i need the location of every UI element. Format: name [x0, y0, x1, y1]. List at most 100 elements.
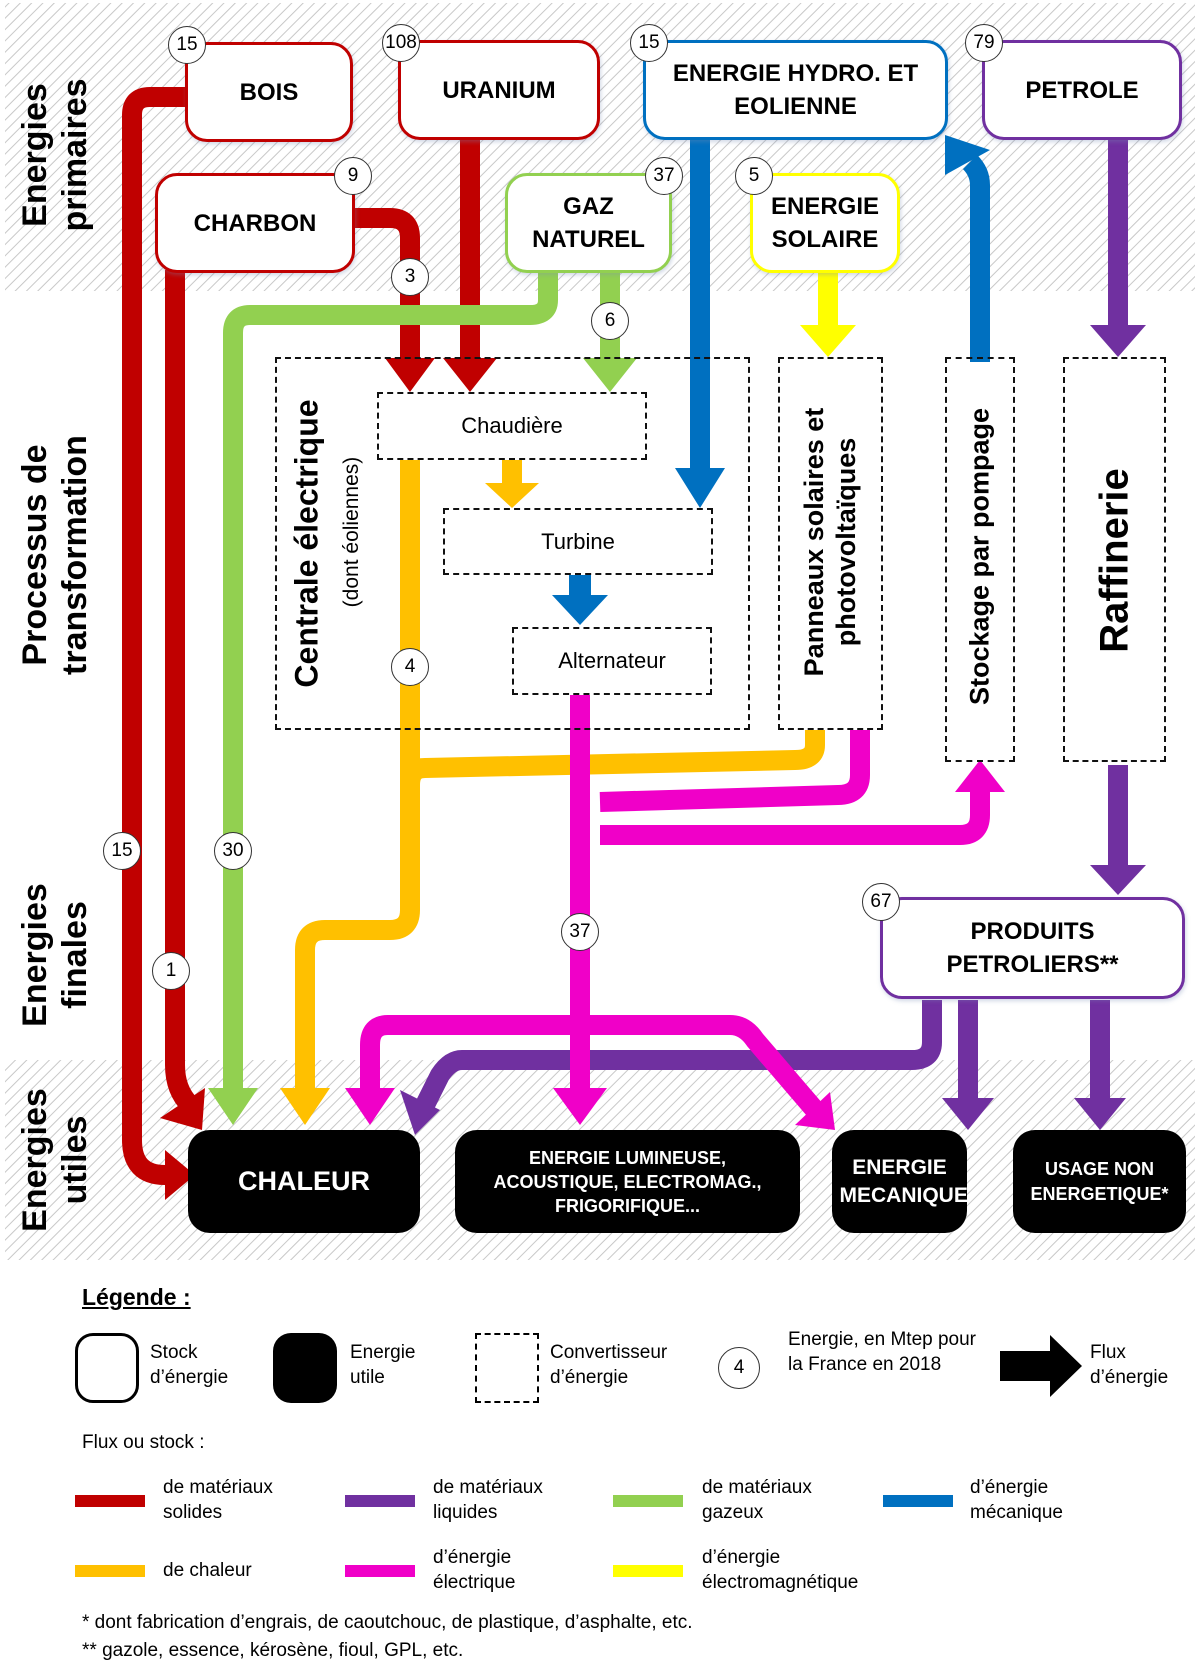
flow-bois-chaleur	[122, 87, 185, 1185]
converter-turbine: Turbine	[443, 508, 713, 575]
converter-raffinerie	[1063, 357, 1166, 762]
value-badge-heat-loss: 4	[391, 648, 429, 686]
arrow-uranium-chaudiere	[443, 358, 497, 392]
legend-converter-label: Convertisseur d’énergie	[550, 1342, 668, 1388]
value-badge-uranium: 108	[382, 24, 420, 62]
arrow-gaz-chaudiere	[583, 358, 637, 392]
useful-non-energetique: USAGE NON ENERGETIQUE*	[1013, 1130, 1186, 1233]
legend-label-mechanical: d’énergie mécanique	[970, 1477, 1063, 1523]
arrow-elec-lumineuse	[553, 1088, 607, 1125]
section-label-useful: Energies utiles	[16, 1088, 94, 1232]
stock-hydro: ENERGIE HYDRO. ET EOLIENNE	[643, 40, 948, 140]
flow-gaz-chaleur	[223, 272, 558, 1090]
stock-uranium: URANIUM	[398, 40, 600, 140]
stock-solaire: ENERGIE SOLAIRE	[750, 173, 900, 273]
legend-label-electric: d’énergie électrique	[433, 1547, 516, 1593]
flow-panneaux-chaleur	[400, 730, 825, 786]
legend-label-gas: de matériaux gazeux	[702, 1477, 812, 1523]
legend-flux-label: Flux d’énergie	[1090, 1342, 1169, 1388]
converter-centrale-electrique	[275, 357, 750, 730]
legend-swatch-solid	[75, 1495, 145, 1507]
arrow-bois-chaleur	[165, 1150, 195, 1200]
converter-chaudiere: Chaudière	[377, 392, 647, 460]
centrale-note: (dont éoliennes)	[340, 456, 363, 608]
stock-petrole: PETROLE	[982, 40, 1182, 140]
flow-elec-stockage	[600, 780, 990, 845]
value-badge-charbon-chaudiere: 3	[391, 258, 429, 296]
flow-produits-chaleur	[416, 1000, 942, 1110]
legend-converter-shape	[475, 1333, 539, 1403]
legend-swatch-electric	[345, 1565, 415, 1577]
useful-lumineuse: ENERGIE LUMINEUSE, ACOUSTIQUE, ELECTROMA…	[455, 1130, 800, 1233]
legend-swatch-gas	[613, 1495, 683, 1507]
flow-elec-chaleur	[360, 1015, 570, 1090]
arrow-raffinerie-produits	[1090, 865, 1146, 895]
converter-panneaux-solaires	[778, 357, 883, 730]
centrale-label: Centrale électrique	[288, 399, 325, 688]
flow-stockage-hydro	[962, 154, 990, 362]
value-badge-bois-chaleur: 15	[103, 832, 141, 870]
flow-chaudiere-chaleur	[295, 460, 420, 1090]
value-badge-petrole: 79	[965, 24, 1003, 62]
value-badge-charbon-chaleur: 1	[152, 952, 190, 990]
useful-mecanique: ENERGIE MECANIQUE	[832, 1130, 968, 1233]
legend-label-heat: de chaleur	[163, 1560, 252, 1581]
legend-swatch-liquid	[345, 1495, 415, 1507]
arrow-produits-nonenergetique	[1074, 1098, 1126, 1130]
raffinerie-label: Raffinerie	[1092, 468, 1137, 653]
legend-stock-shape	[75, 1333, 139, 1403]
arrow-turbine-alternateur	[552, 595, 608, 625]
arrow-produits-mecanique	[942, 1098, 994, 1130]
value-badge-gaz-chaleur: 30	[214, 832, 252, 870]
legend-utile-label: Energie utile	[350, 1342, 416, 1388]
legend-swatch-heat	[75, 1565, 145, 1577]
legend-flux-title: Flux ou stock :	[82, 1432, 205, 1453]
legend-label-liquid: de matériaux liquides	[433, 1477, 543, 1523]
section-label-final: Energies finales	[16, 883, 94, 1027]
legend-swatch-electromagnetic	[613, 1565, 683, 1577]
arrow-produits-chaleur	[400, 1090, 440, 1135]
value-badge-hydro: 15	[630, 24, 668, 62]
value-badge-bois: 15	[168, 26, 206, 64]
value-badge-solaire: 5	[735, 157, 773, 195]
arrow-elec-chaleur	[345, 1088, 395, 1125]
section-label-transformation: Processus de transformation	[16, 435, 94, 675]
value-badge-gaz: 37	[645, 157, 683, 195]
flow-charbon-chaudiere	[350, 208, 420, 360]
legend-badge-label: Energie, en Mtep pour la France en 2018	[788, 1329, 977, 1375]
legend-badge-sample: 4	[718, 1347, 760, 1389]
arrow-elec-mecanique	[795, 1092, 835, 1130]
converter-alternateur: Alternateur	[512, 627, 712, 695]
flow-elec-mecanique	[590, 1015, 823, 1117]
legend-swatch-mechanical	[883, 1495, 953, 1507]
section-label-primary: Energies primaires	[16, 78, 94, 232]
arrow-gaz-chaleur	[208, 1088, 258, 1125]
value-badge-electricity: 37	[561, 913, 599, 951]
stock-produits-petroliers: PRODUITS PETROLIERS**	[880, 897, 1185, 999]
arrow-chaudiere-chaleur	[280, 1088, 330, 1125]
stock-bois: BOIS	[185, 42, 353, 142]
arrow-petrole-raffinerie	[1090, 325, 1146, 357]
stock-charbon: CHARBON	[155, 173, 355, 273]
stock-gaz: GAZ NATUREL	[505, 173, 672, 273]
legend-label-electromagnetic: d’énergie électromagnétique	[702, 1547, 859, 1593]
legend-title: Légende :	[82, 1284, 191, 1310]
arrow-stockage-hydro	[945, 135, 990, 175]
arrow-chaudiere-turbine	[485, 483, 539, 508]
flow-panneaux-elec	[599, 730, 870, 812]
converter-stockage-pompage	[945, 357, 1015, 762]
footnote-2: ** gazole, essence, kérosène, fioul, GPL…	[82, 1640, 464, 1661]
legend-stock-label: Stock d’énergie	[150, 1342, 229, 1388]
legend-flux-arrow	[1000, 1335, 1082, 1397]
legend-label-solid: de matériaux solides	[163, 1477, 273, 1523]
useful-chaleur: CHALEUR	[188, 1130, 420, 1233]
legend-utile-shape	[273, 1333, 337, 1403]
value-badge-produits: 67	[862, 883, 900, 921]
arrow-elec-stockage	[955, 760, 1005, 792]
panneaux-label: Panneaux solaires et photovoltaïques	[799, 407, 861, 677]
value-badge-gaz-chaudiere: 6	[591, 302, 629, 340]
arrow-solaire-panneaux	[800, 325, 856, 357]
arrow-charbon-chaleur	[160, 1088, 205, 1130]
arrow-hydro-turbine	[675, 468, 725, 508]
